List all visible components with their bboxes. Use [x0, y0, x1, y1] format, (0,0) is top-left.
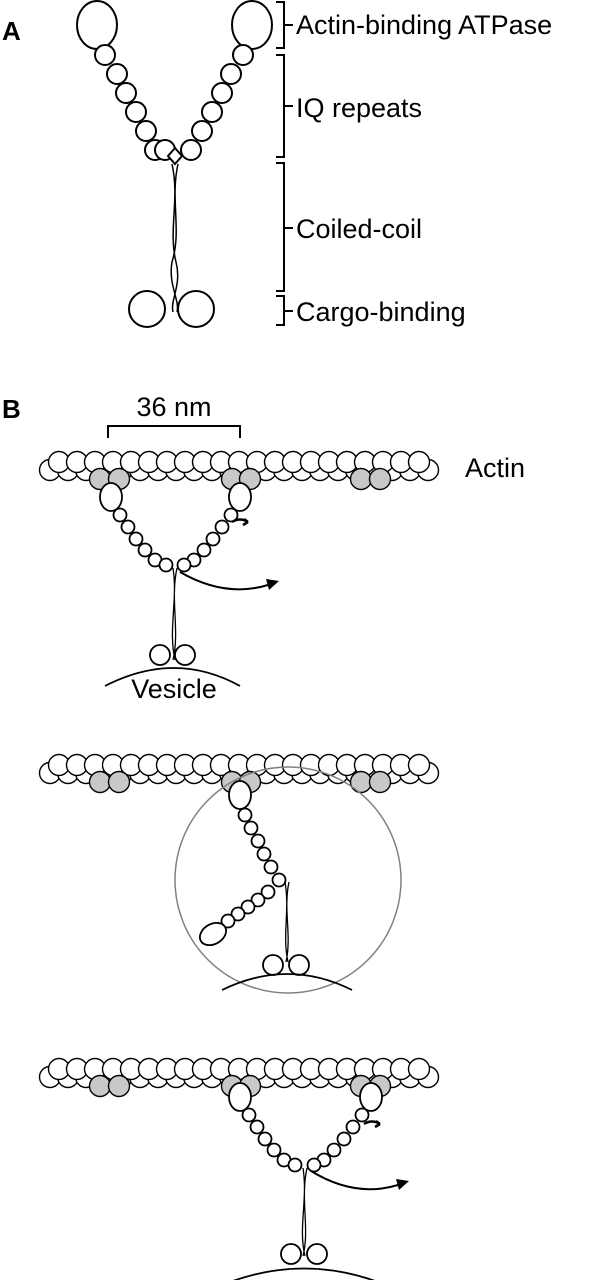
panel-b-label: B — [2, 394, 21, 424]
leading-lever-arm — [176, 507, 239, 573]
trailing-lever-arm — [112, 507, 174, 573]
actin-filament-step-2 — [38, 753, 440, 794]
rotation-arrow-step-1 — [231, 518, 249, 527]
actin-filament-step-3 — [38, 1057, 440, 1098]
actin-binding-site — [349, 770, 373, 794]
stalk-step-2 — [284, 881, 290, 963]
trailing-lever-arm-step-3 — [241, 1107, 303, 1173]
panel-b: B 36 nm Actin — [2, 392, 525, 1283]
leading-head-step-3 — [359, 1082, 383, 1112]
label-actin-binding-atpase: Actin-binding ATPase — [296, 10, 552, 40]
cargo-domain-left-step-3 — [280, 1243, 302, 1265]
coiled-coil-stalk — [170, 163, 179, 313]
actin-binding-site — [107, 770, 131, 794]
bound-head — [228, 780, 252, 810]
left-motor-head — [76, 0, 118, 50]
free-lever-arm — [220, 884, 276, 929]
cargo-binding-domain-left — [128, 290, 166, 328]
panel-a: A — [2, 0, 552, 328]
right-motor-head — [231, 0, 273, 50]
bracket-cargo — [276, 295, 293, 326]
bracket-coil — [276, 162, 293, 292]
actin-subunit — [407, 1057, 431, 1081]
step-3 — [38, 1057, 440, 1283]
cargo-domain-right-step-2 — [288, 954, 310, 976]
scale-bar — [107, 425, 241, 438]
step-1: Vesicle — [38, 450, 440, 704]
stalk-step-1 — [171, 567, 178, 661]
actin-binding-site — [88, 1074, 112, 1098]
cargo-binding-domain-right — [177, 290, 215, 328]
rotation-arrow-step-3 — [363, 1120, 381, 1129]
arrowhead-step-1 — [266, 579, 279, 590]
cargo-domain-right-step-3 — [306, 1243, 328, 1265]
arrowhead-step-3 — [396, 1179, 409, 1190]
power-stroke-arrow-step-3 — [310, 1170, 399, 1191]
bound-lever-arm — [237, 807, 287, 888]
panel-a-label: A — [2, 16, 21, 46]
vesicle-label: Vesicle — [131, 674, 217, 704]
domain-brackets — [276, 1, 293, 326]
label-iq-repeats: IQ repeats — [296, 93, 422, 123]
label-cargo-binding: Cargo-binding — [296, 297, 466, 327]
leading-head — [228, 482, 252, 512]
actin-filament-step-1 — [38, 450, 440, 491]
cargo-domain-left-step-2 — [262, 954, 284, 976]
actin-binding-site — [88, 770, 112, 794]
label-coiled-coil: Coiled-coil — [296, 214, 422, 244]
scale-bar-label: 36 nm — [136, 392, 211, 422]
cargo-domain-right-step-1 — [174, 644, 196, 666]
actin-binding-site — [368, 770, 392, 794]
stalk-step-3 — [301, 1167, 308, 1257]
vesicle-membrane-step-1 — [104, 667, 241, 687]
step-2 — [38, 753, 440, 994]
right-iq-lever-arm — [180, 44, 254, 161]
actin-binding-site — [107, 1074, 131, 1098]
leading-lever-arm-step-3 — [306, 1107, 370, 1173]
vesicle-membrane-step-2 — [221, 973, 353, 991]
lever-swing-arc — [174, 766, 402, 994]
vesicle-membrane-step-3 — [229, 1267, 379, 1283]
bracket-iq — [276, 54, 293, 158]
myosin-molecule-schematic — [76, 0, 273, 328]
trailing-head — [99, 482, 123, 512]
actin-binding-site — [368, 467, 392, 491]
actin-label: Actin — [465, 453, 525, 483]
trailing-head-step-3 — [228, 1082, 252, 1112]
detached-head — [198, 921, 228, 947]
power-stroke-arrow-step-1 — [179, 571, 269, 591]
actin-subunit — [407, 450, 431, 474]
left-iq-lever-arm — [94, 44, 166, 161]
actin-subunit — [407, 753, 431, 777]
cargo-domain-left-step-1 — [149, 644, 171, 666]
actin-binding-site — [349, 467, 373, 491]
neck-junction — [166, 146, 184, 166]
bracket-head — [276, 1, 293, 49]
